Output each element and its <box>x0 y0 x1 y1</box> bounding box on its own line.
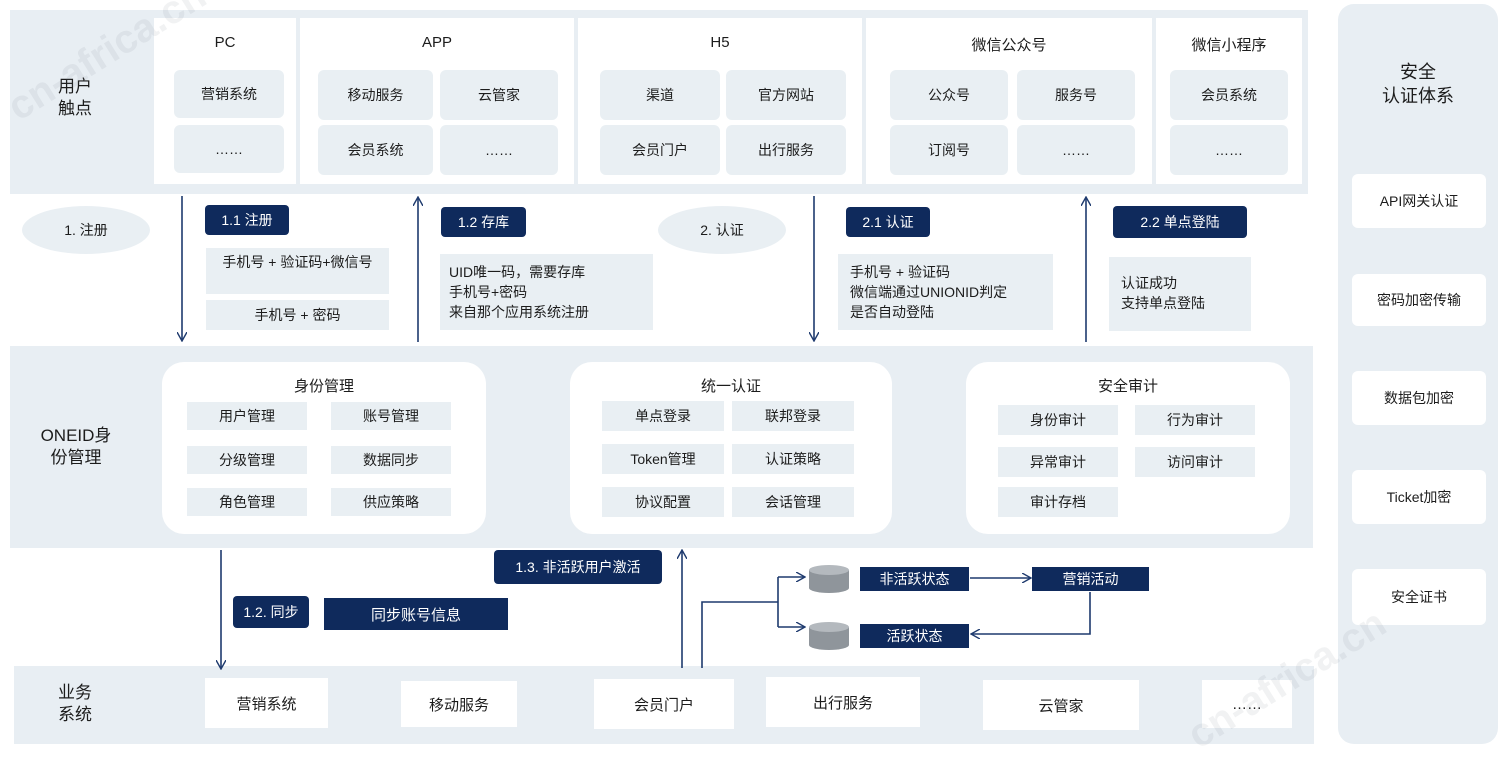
active-state-box: 活跃状态 <box>860 624 969 648</box>
touch-column-title: 微信小程序 <box>1191 37 1267 54</box>
step-1-2-sync-tag: 1.2. 同步 <box>233 596 309 628</box>
oneid-label: ONEID身 份管理 <box>40 426 112 467</box>
touch-item: 会员系统 <box>1170 70 1288 120</box>
register-option-password: 手机号 + 密码 <box>206 300 389 330</box>
step-1-2-store-tag: 1.2 存库 <box>441 207 526 237</box>
marketing-activity-box: 营销活动 <box>1032 567 1149 591</box>
touch-item: 云管家 <box>440 70 558 120</box>
card-item: 认证策略 <box>732 444 854 474</box>
auth-bubble: 2. 认证 <box>658 206 786 254</box>
card-item: 数据同步 <box>331 446 451 474</box>
biz-cloud-butler: 云管家 <box>983 680 1139 730</box>
card-item: 身份审计 <box>998 405 1118 435</box>
unified-auth-card: 统一认证 单点登录 联邦登录 Token管理 认证策略 协议配置 会话管理 <box>570 362 892 534</box>
active-database-icon <box>809 622 849 650</box>
touch-column-wechat-official: 微信公众号 公众号 服务号 订阅号 …… <box>866 18 1152 184</box>
touch-item: 服务号 <box>1017 70 1135 120</box>
security-packet-encryption: 数据包加密 <box>1352 371 1486 425</box>
branch-connector <box>701 601 778 668</box>
touch-column-title: APP <box>421 34 452 51</box>
security-password-encryption: 密码加密传输 <box>1352 274 1486 326</box>
store-note: UID唯一码，需要存库 手机号+密码 来自那个应用系统注册 <box>440 254 653 330</box>
register-bubble: 1. 注册 <box>22 206 150 254</box>
biz-mobile-service: 移动服务 <box>401 681 517 727</box>
touch-column-title: PC <box>214 34 236 51</box>
business-label: 业务 系统 <box>58 683 92 724</box>
touch-item: 移动服务 <box>318 70 433 120</box>
arrow-marketing-to-active <box>972 592 1091 634</box>
touch-column-pc: PC 营销系统 …… <box>154 18 296 184</box>
biz-member-portal: 会员门户 <box>594 679 734 729</box>
sync-account-info: 同步账号信息 <box>324 598 508 630</box>
card-item: 访问审计 <box>1135 447 1255 477</box>
biz-more: …… <box>1202 680 1292 728</box>
security-ticket-encryption: Ticket加密 <box>1352 470 1486 524</box>
touch-column-wechat-miniprogram: 微信小程序 会员系统 …… <box>1156 18 1302 184</box>
inactive-state-box: 非活跃状态 <box>860 567 969 591</box>
touch-item: 会员系统 <box>318 125 433 175</box>
touch-item: …… <box>1170 125 1288 175</box>
step-1-1-register-tag: 1.1 注册 <box>205 205 289 235</box>
touch-column-title: 微信公众号 <box>971 37 1047 54</box>
inactive-database-icon <box>809 565 849 593</box>
touchpoint-label: 用户 触点 <box>58 77 92 118</box>
touch-column-h5: H5 渠道 官方网站 会员门户 出行服务 <box>578 18 862 184</box>
register-option-sms-wechat: 手机号 + 验证码+微信号 <box>206 248 389 294</box>
touch-column-title: H5 <box>710 34 730 51</box>
touch-item: 会员门户 <box>600 125 720 175</box>
card-item: 会话管理 <box>732 487 854 517</box>
security-api-gateway: API网关认证 <box>1352 174 1486 228</box>
card-item: 联邦登录 <box>732 401 854 431</box>
auth-note: 手机号 + 验证码 微信端通过UNIONID判定 是否自动登陆 <box>838 254 1053 330</box>
card-item: 单点登录 <box>602 401 724 431</box>
biz-marketing-system: 营销系统 <box>205 678 328 728</box>
card-title: 身份管理 <box>293 378 354 395</box>
touch-item: …… <box>440 125 558 175</box>
step-2-1-auth-tag: 2.1 认证 <box>846 207 930 237</box>
security-certificate: 安全证书 <box>1352 569 1486 625</box>
card-item: 账号管理 <box>331 402 451 430</box>
touch-item: 公众号 <box>890 70 1008 120</box>
touch-item: …… <box>174 125 284 173</box>
step-2-2-sso-tag: 2.2 单点登陆 <box>1113 206 1247 238</box>
card-title: 统一认证 <box>700 378 761 395</box>
touch-item: 出行服务 <box>726 125 846 175</box>
card-item: 异常审计 <box>998 447 1118 477</box>
card-item: 分级管理 <box>187 446 307 474</box>
touch-item: 官方网站 <box>726 70 846 120</box>
card-item: Token管理 <box>602 444 724 474</box>
touch-item: 营销系统 <box>174 70 284 118</box>
touch-item: 订阅号 <box>890 125 1008 175</box>
touch-item: …… <box>1017 125 1135 175</box>
card-item: 供应策略 <box>331 488 451 516</box>
security-panel-title: 安全 认证体系 <box>1382 62 1454 106</box>
step-1-3-activate-tag: 1.3. 非活跃用户激活 <box>494 550 662 584</box>
card-item: 审计存档 <box>998 487 1118 517</box>
card-item: 行为审计 <box>1135 405 1255 435</box>
card-item: 用户管理 <box>187 402 307 430</box>
security-audit-card: 安全审计 身份审计 行为审计 异常审计 访问审计 审计存档 <box>966 362 1290 534</box>
touch-column-app: APP 移动服务 云管家 会员系统 …… <box>300 18 574 184</box>
biz-travel-service: 出行服务 <box>766 677 920 727</box>
touch-item: 渠道 <box>600 70 720 120</box>
card-item: 协议配置 <box>602 487 724 517</box>
sso-note: 认证成功 支持单点登陆 <box>1109 257 1251 331</box>
identity-management-card: 身份管理 用户管理 账号管理 分级管理 数据同步 角色管理 供应策略 <box>162 362 486 534</box>
card-title: 安全审计 <box>1097 378 1158 395</box>
card-item: 角色管理 <box>187 488 307 516</box>
